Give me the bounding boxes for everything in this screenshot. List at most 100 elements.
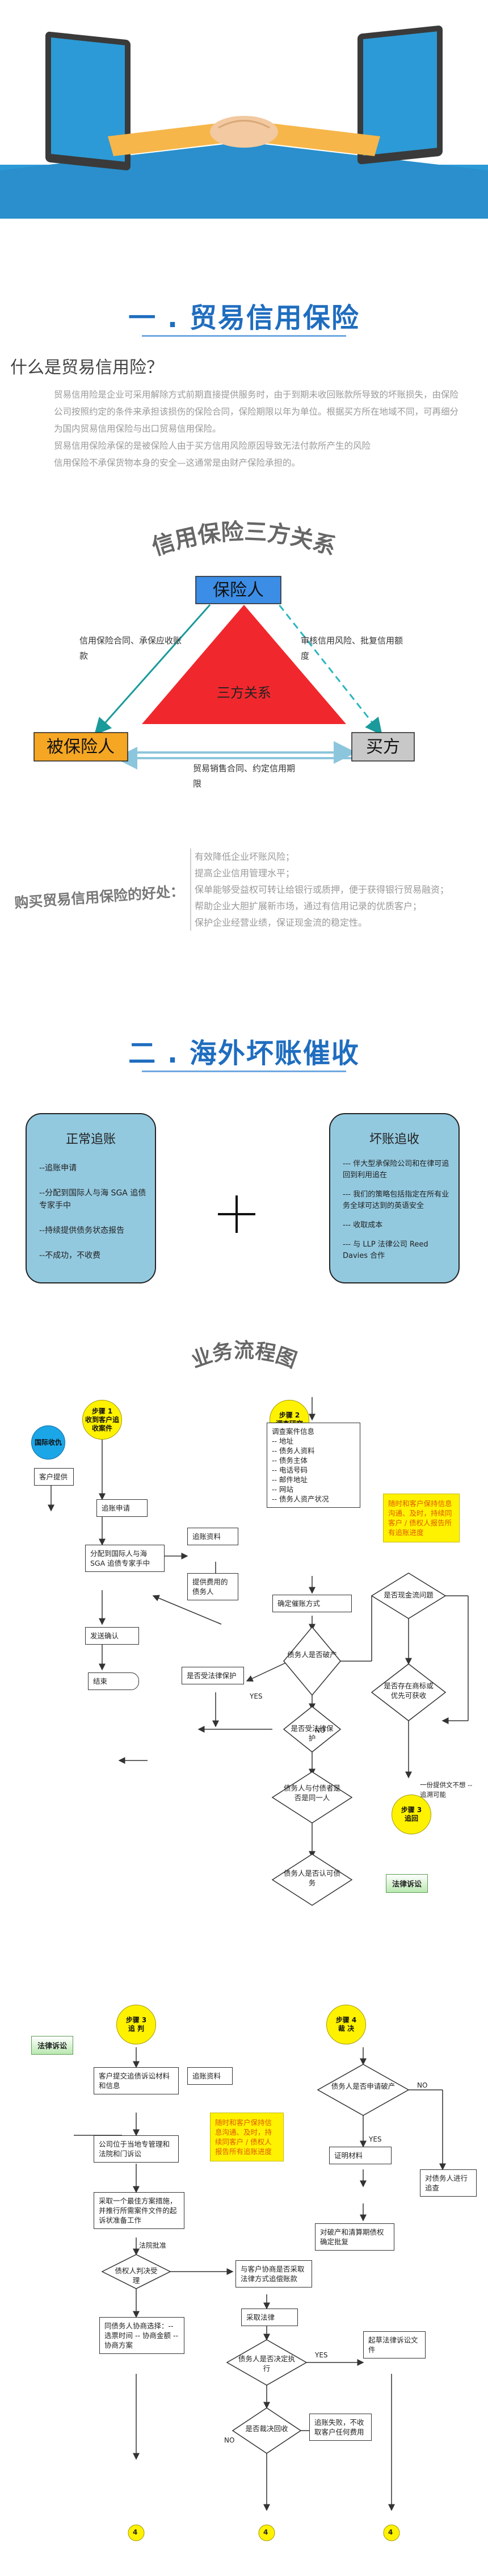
q-pay-box: 是否受法律保护 xyxy=(182,1667,244,1684)
end-marker: 4 xyxy=(388,2528,393,2536)
notify-box: 发送确认 xyxy=(85,1627,139,1645)
client-submit-box: 客户提供 xyxy=(34,1468,74,1486)
q-rec-text: 是否现金流问题 xyxy=(384,1591,434,1599)
end-marker: 4 xyxy=(263,2528,268,2536)
research-line: -- 债务主体 xyxy=(272,1456,308,1465)
section2-underline xyxy=(142,1070,346,1072)
normal-collection-title: 正常追账 xyxy=(65,1132,116,1147)
end-marker: 4 xyxy=(133,2528,138,2536)
q-exec-text: 债务人是否决定执行 xyxy=(238,2355,296,2373)
relation-center-label: 三方关系 xyxy=(217,685,271,701)
yes-label: YES xyxy=(250,1692,263,1700)
litigation-tag-2: 法律诉讼 xyxy=(31,2036,74,2055)
bad-debt-item: --- 收取成本 xyxy=(343,1221,383,1230)
q-accept-text: 债务人是否认可债务 xyxy=(283,1869,340,1887)
mediate-box: 同债务人协商选择：-- 选票时间 -- 协商金额 -- 协商方案 xyxy=(99,2317,184,2354)
normal-collection-item: --持续提供债务状态报告 xyxy=(39,1226,125,1235)
execute-box: 采取法律 xyxy=(241,2309,298,2326)
relation-triangle xyxy=(142,605,346,724)
yes-label-2: YES xyxy=(369,2135,382,2143)
relation-title: 信用保险三方关系 xyxy=(149,519,339,561)
note-box: 随时和客户保持信息沟通、及时，持续同客户 / 债权人报告所有追账进度 xyxy=(210,2113,284,2161)
benefit-item: 保单能够受益权可转让给银行或质押，便于获得银行贸易融资； xyxy=(190,881,474,898)
q-court-text: 是否裁决回收 xyxy=(245,2424,288,2433)
svg-text:$: $ xyxy=(224,53,236,73)
settle-box: 与客户协商是否采取法律方式追偿账款 xyxy=(235,2260,312,2288)
definition-paragraph-3: 信用保险不承保货物本身的安全—这通常是由财产保险承担的。 xyxy=(54,458,301,468)
normal-collection-card: 正常追账 --追账申请 --分配到国际人与海 SGA 追债专家手中 --持续提供… xyxy=(26,1113,156,1283)
research-line: -- 地址 xyxy=(272,1437,293,1445)
suggest-text: 一份提供文不想 -- 追溯可能 xyxy=(420,1781,473,1799)
flowchart-2-lines xyxy=(74,2047,446,2541)
no-label-3: NO xyxy=(224,2436,235,2444)
definition-paragraph-2: 贸易信用保险承保的是被保险人由于买方信用风险原因导致无法付款所产生的风险 xyxy=(54,441,371,451)
research-line: -- 邮件地址 xyxy=(272,1475,308,1484)
q-cost-text: 是否存在商标或优先可获收 xyxy=(384,1682,434,1700)
benefit-item: 保护企业经营业绩，保证现金流的稳定性。 xyxy=(190,914,474,931)
bad-debt-item: --- 我们的策略包括指定在所有业务全球可达到的英语安全 xyxy=(343,1190,449,1210)
close-box: 结束 xyxy=(88,1672,139,1690)
resolved-box: 追账失败，不收取客户任何费用 xyxy=(309,2414,372,2441)
hero-banner: $ $ $ $ xyxy=(0,0,488,219)
research-line: -- 网站 xyxy=(272,1485,293,1494)
result-b-box: 对债务人进行追查 xyxy=(420,2169,477,2197)
result-a-box: 对破产和清算期债权确定批复 xyxy=(315,2223,394,2251)
three-party-diagram: 信用保险三方关系 三方关系 保险人 被保险人 买方 xyxy=(33,519,415,770)
svg-text:$: $ xyxy=(187,38,223,98)
research-line: -- 电话号码 xyxy=(272,1466,308,1474)
client-info-box: 客户提交追债诉讼材料和信息 xyxy=(94,2067,179,2094)
benefits-label: 购买贸易信用保险的好处： xyxy=(14,883,185,911)
section2-title: 二 . 海外坏账催收 xyxy=(128,1038,360,1069)
prepare-box: 追账资料 xyxy=(187,2067,233,2085)
yes-label-3: YES xyxy=(315,2351,328,2359)
research-line: -- 债务人资产状况 xyxy=(272,1495,329,1503)
apply-box: 追账申请 xyxy=(96,1499,148,1517)
bad-debt-card: 坏账追收 --- 伴大型承保险公司和在律可追回到利用追在 --- 我们的策略包括… xyxy=(329,1113,460,1283)
litigation-tag: 法律诉讼 xyxy=(386,1874,428,1893)
question-title: 什么是贸易信用险？ xyxy=(10,358,163,378)
q-exists-text: 债务人是否破产 xyxy=(287,1650,337,1659)
no-label-2: NO xyxy=(417,2081,428,2089)
benefit-item: 提高企业信用管理水平； xyxy=(190,865,474,881)
research-line: -- 债务人资料 xyxy=(272,1446,315,1455)
relation-right-note: 审核信用风险、批复信用额度 xyxy=(301,635,403,661)
flowchart-1-lines: 业务流程图 xyxy=(48,1339,469,1906)
review-box: 采取一个最佳方案措施，并推行所需案件文件的起诉状准备工作 xyxy=(94,2192,184,2229)
docs-box: 追账资料 xyxy=(187,1528,238,1545)
agree-label: 法院批准 xyxy=(139,2242,167,2249)
insurer-node: 保险人 xyxy=(213,580,264,600)
fee-note: 随时和客户保持信息沟通、及时，持续同客户 / 债权人报告所有追账进度 xyxy=(383,1494,460,1542)
relation-bottom-note: 贸易销售合同、约定信用期限 xyxy=(193,763,296,789)
benefit-item: 有效降低企业坏账风险； xyxy=(190,848,474,865)
assign-box: 分配到国际人与海 SGA 追债专家手中 xyxy=(85,1545,165,1572)
contract-box: 公司位于当地专管理和法院和门诉讼 xyxy=(94,2135,179,2163)
fees-box: 提供费用的债务人 xyxy=(187,1573,238,1600)
bad-debt-item: --- 伴大型承保险公司和在律可追回到利用追在 xyxy=(343,1160,449,1180)
section1-underline xyxy=(142,335,346,337)
bad-debt-title: 坏账追收 xyxy=(369,1132,419,1147)
normal-collection-item: --分配到国际人与海 SGA 追债专家手中 xyxy=(39,1189,146,1210)
normal-collection-item: --不成功，不收费 xyxy=(39,1251,101,1260)
relation-left-note: 信用保险合同、承保应收账款 xyxy=(79,635,182,661)
auction-text: 债务人是否申请破产 xyxy=(331,2082,396,2090)
research-box: 调查案件信息 -- 地址 -- 债务人资料 -- 债务主体 -- 电话号码 --… xyxy=(267,1423,360,1508)
plus-sign-horizontal xyxy=(218,1213,255,1215)
q-reach-text: 债务人与付债者是否是同一人 xyxy=(283,1784,340,1802)
benefit-item: 帮助企业大胆扩展新市场，通过有信用记录的优质客户； xyxy=(190,898,474,914)
bad-debt-item: --- 与 LLP 法律公司 Reed Davies 合作 xyxy=(343,1240,428,1260)
normal-collection-item: --追账申请 xyxy=(39,1164,77,1173)
proof-box: 证明材料 xyxy=(329,2147,392,2164)
no-label: NO xyxy=(315,1726,326,1734)
q-settle-text: 债权人判决受理 xyxy=(115,2266,158,2285)
handshake-illustration: $ $ $ $ xyxy=(0,0,488,219)
confirm-box: 确定催账方式 xyxy=(272,1595,352,1612)
research-line: 调查案件信息 xyxy=(272,1427,315,1436)
court-box: 起草法律诉讼文件 xyxy=(363,2331,426,2358)
flow-title: 业务流程图 xyxy=(188,1339,300,1373)
q-pay-text: 是否受法律保护 xyxy=(291,1724,334,1742)
benefits-list: 有效降低企业坏账风险； 提高企业信用管理水平； 保单能够受益权可转让给银行或质押… xyxy=(190,848,474,931)
